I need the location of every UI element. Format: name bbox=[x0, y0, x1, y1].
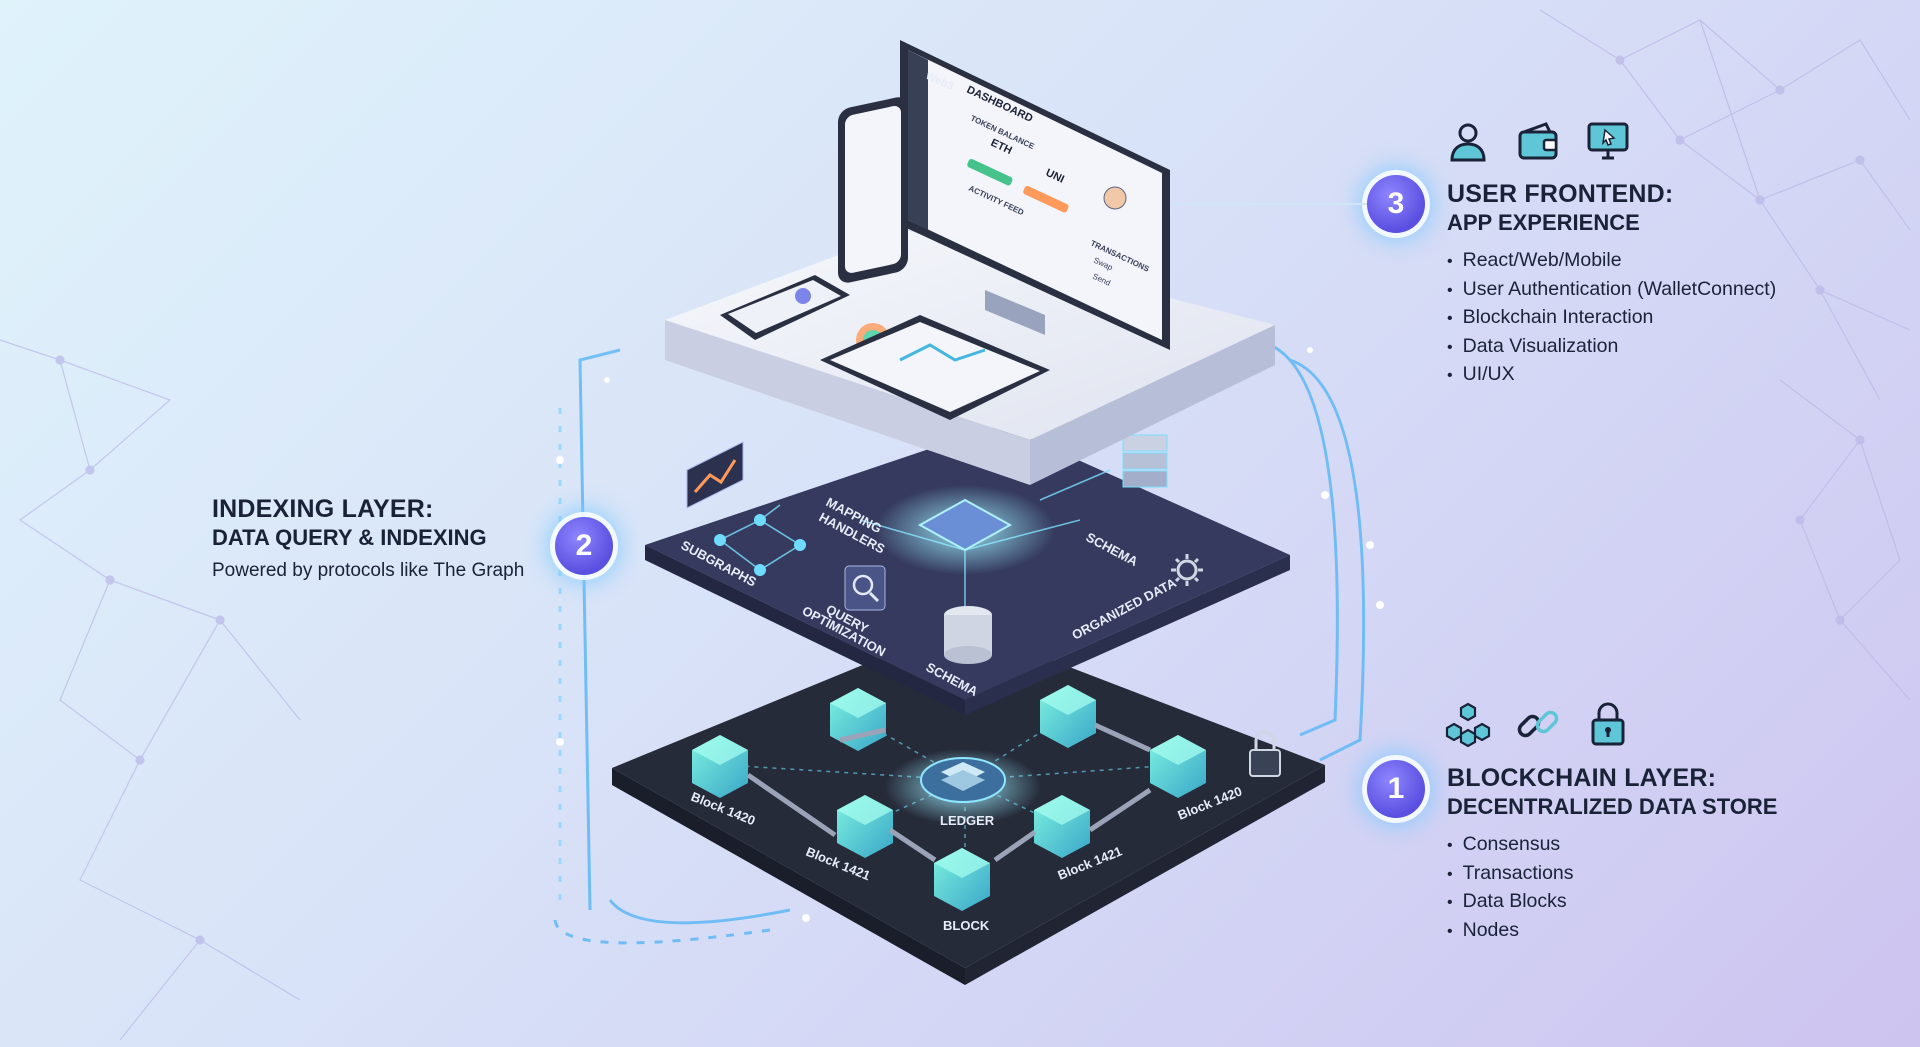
chain-link-icon bbox=[1517, 710, 1559, 738]
monitor-cursor-icon bbox=[1587, 122, 1629, 160]
blockchain-subtitle: DECENTRALIZED DATA STORE bbox=[1447, 794, 1778, 819]
frontend-icon-row bbox=[1444, 118, 1632, 166]
blockchain-bullet-list: Consensus Transactions Data Blocks Nodes bbox=[1447, 831, 1777, 945]
glow-particles bbox=[556, 347, 1384, 922]
server-stack-icon bbox=[1122, 434, 1168, 488]
frontend-bullet: React/Web/Mobile bbox=[1447, 247, 1776, 276]
database-icon bbox=[944, 606, 992, 664]
ledger-label: LEDGER bbox=[940, 813, 995, 828]
frontend-bullet: Data Visualization bbox=[1447, 333, 1776, 362]
blockchain-bullet: Nodes bbox=[1447, 917, 1777, 946]
frontend-bullet: User Authentication (WalletConnect) bbox=[1447, 276, 1777, 305]
frontend-title: USER FRONTEND: bbox=[1447, 180, 1674, 208]
indexing-layer: SUBGRAPHS MAPPING HANDLERS QUERY OPTIMIZ… bbox=[645, 425, 1290, 715]
laptop-screen bbox=[820, 315, 1050, 420]
frontend-bullet: Blockchain Interaction bbox=[1447, 304, 1776, 333]
central-chip bbox=[875, 485, 1055, 575]
network-cubes-icon bbox=[1445, 702, 1491, 748]
blockchain-bullet: Transactions bbox=[1447, 860, 1777, 889]
frontend-callout: USER FRONTEND: APP EXPERIENCE React/Web/… bbox=[1447, 180, 1776, 390]
chart-card-icon bbox=[686, 441, 744, 509]
user-icon bbox=[1450, 123, 1486, 162]
ledger-disc bbox=[885, 749, 1041, 825]
tablet-small bbox=[720, 275, 850, 340]
graph-nodes bbox=[714, 514, 806, 576]
monitor: Web3 DASHBOARD TOKEN BALANCE ETH UNI ACT… bbox=[900, 40, 1170, 350]
frontend-subtitle: APP EXPERIENCE bbox=[1447, 210, 1640, 235]
blockchain-layer: Block 1420 Block 1421 LEDGER BLOCK Block… bbox=[612, 625, 1325, 985]
frontend-connector-line bbox=[1172, 203, 1367, 205]
frontend-bullet-list: React/Web/Mobile User Authentication (Wa… bbox=[1447, 247, 1777, 390]
blockchain-bullet: Data Blocks bbox=[1447, 888, 1777, 917]
query-magnifier-icon bbox=[844, 565, 886, 611]
blockchain-callout: BLOCKCHAIN LAYER: DECENTRALIZED DATA STO… bbox=[1447, 764, 1777, 945]
background-network bbox=[0, 9, 1911, 1041]
frontend-layer: Web3 DASHBOARD TOKEN BALANCE ETH UNI ACT… bbox=[665, 40, 1275, 485]
step-3-badge: 3 bbox=[1367, 175, 1425, 233]
step-1-badge: 1 bbox=[1367, 760, 1425, 818]
indexing-callout: INDEXING LAYER: DATA QUERY & INDEXING Po… bbox=[212, 495, 524, 582]
blockchain-icon-row bbox=[1444, 700, 1632, 748]
chain-links bbox=[746, 722, 1152, 863]
padlock-on-layer-icon bbox=[1249, 730, 1281, 777]
frontend-bullet: UI/UX bbox=[1447, 361, 1776, 390]
block-label: BLOCK bbox=[943, 918, 990, 933]
indexing-caption: Powered by protocols like The Graph bbox=[212, 560, 525, 581]
blockchain-bullet: Consensus bbox=[1447, 831, 1777, 860]
gear-icon bbox=[1171, 554, 1203, 586]
wallet-icon bbox=[1518, 122, 1558, 160]
indexing-title: INDEXING LAYER: bbox=[212, 495, 434, 523]
step-2-badge: 2 bbox=[555, 517, 613, 575]
blockchain-title: BLOCKCHAIN LAYER: bbox=[1447, 764, 1717, 792]
padlock-icon bbox=[1591, 702, 1625, 746]
indexing-subtitle: DATA QUERY & INDEXING bbox=[212, 525, 487, 550]
flow-arrows bbox=[553, 343, 1366, 945]
